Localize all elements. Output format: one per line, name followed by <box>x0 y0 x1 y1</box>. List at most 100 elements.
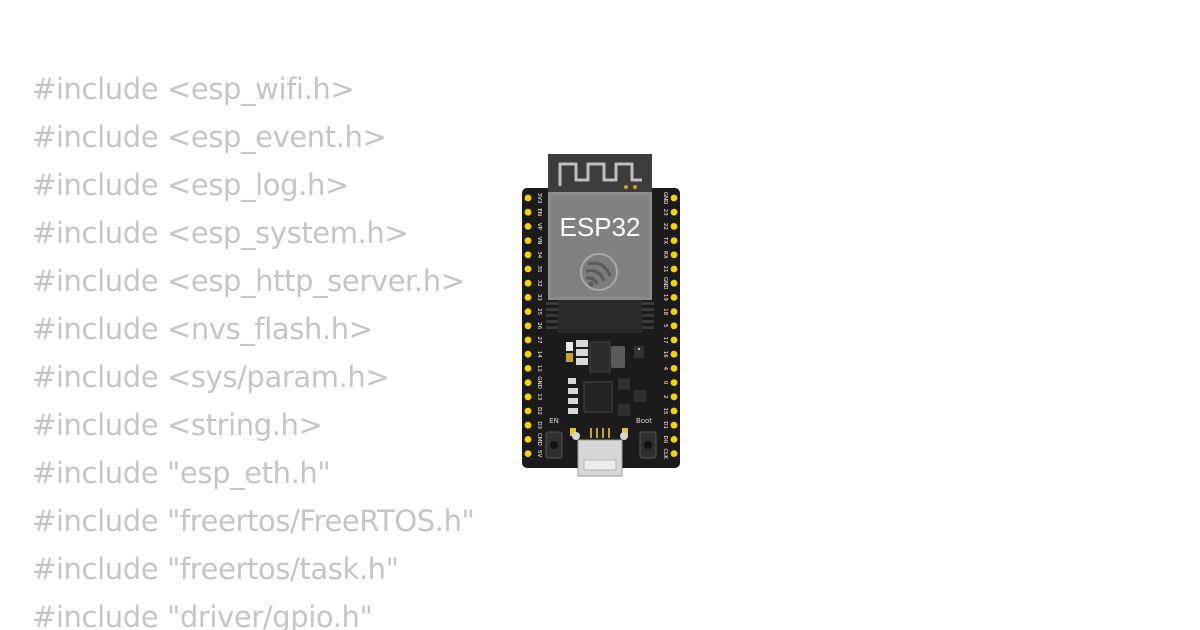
pin-label: 14 <box>536 351 542 358</box>
antenna-trace-icon <box>558 162 642 186</box>
header-pin[interactable] <box>670 379 678 386</box>
header-pin[interactable] <box>524 379 532 386</box>
pin-label: 33 <box>536 294 542 301</box>
header-pin[interactable] <box>524 421 532 429</box>
pin-label: 23 <box>662 209 668 216</box>
code-line: #include <esp_event.h> <box>32 120 387 154</box>
pin-label: 21 <box>662 266 668 273</box>
pin-label: 3V3 <box>536 193 542 204</box>
pin-label: 12 <box>536 365 542 372</box>
header-pin[interactable] <box>524 251 532 259</box>
code-line: #include <esp_wifi.h> <box>32 72 355 106</box>
header-pin[interactable] <box>670 223 678 230</box>
header-pin[interactable] <box>670 393 678 401</box>
boot-button-label: Boot <box>636 417 652 425</box>
pin-label: 17 <box>662 337 668 344</box>
code-line: #include <esp_system.h> <box>32 216 409 250</box>
chip-label: ESP32 <box>560 212 641 242</box>
smd-components <box>566 340 646 436</box>
code-listing: #include <esp_wifi.h> #include <esp_even… <box>32 65 475 630</box>
code-line: #include "driver/gpio.h" <box>32 600 373 630</box>
pin-label: CLK <box>662 448 668 459</box>
header-pin[interactable] <box>670 450 678 457</box>
code-line: #include "freertos/task.h" <box>32 552 399 586</box>
code-line: #include <esp_http_server.h> <box>32 264 465 298</box>
header-pin[interactable] <box>524 450 532 457</box>
pin-label: 22 <box>662 223 668 230</box>
pin-label: GND <box>662 277 668 290</box>
pin-label: 4 <box>662 367 668 371</box>
pin-label: 16 <box>662 351 668 358</box>
header-pin[interactable] <box>670 407 678 415</box>
header-pin[interactable] <box>670 336 678 344</box>
code-line: #include <sys/param.h> <box>32 360 390 394</box>
header-pin[interactable] <box>524 223 532 230</box>
header-pin[interactable] <box>524 365 532 372</box>
pin-label: EN <box>536 208 542 216</box>
header-pin[interactable] <box>524 237 532 244</box>
pin-label: 13 <box>536 393 542 400</box>
header-pin[interactable] <box>670 365 678 372</box>
header-pin[interactable] <box>670 308 678 315</box>
header-pin[interactable] <box>524 436 532 443</box>
pin-label: GND <box>536 376 542 389</box>
header-pin[interactable] <box>524 407 532 415</box>
header-pin[interactable] <box>524 294 532 301</box>
pin-label: D2 <box>536 407 542 415</box>
pin-label: RX <box>662 251 668 259</box>
header-pin[interactable] <box>524 208 532 216</box>
code-line: #include "freertos/FreeRTOS.h" <box>32 504 475 538</box>
pin-label: 5V <box>536 450 542 457</box>
header-pin[interactable] <box>670 421 678 429</box>
pin-label: VP <box>536 223 542 231</box>
pin-headers: 3V3ENVPVN343532332526271412GND13D2D3CMD5… <box>524 192 678 459</box>
header-pin[interactable] <box>670 279 678 287</box>
pin-label: 25 <box>536 308 542 315</box>
pin-label: 0 <box>662 381 668 385</box>
header-pin[interactable] <box>670 322 678 330</box>
pin-label: D3 <box>536 421 542 429</box>
code-line: #include <nvs_flash.h> <box>32 312 373 346</box>
header-pin[interactable] <box>524 336 532 344</box>
header-pin[interactable] <box>524 194 532 202</box>
antenna-pad <box>624 185 628 189</box>
header-pin[interactable] <box>524 350 532 358</box>
header-pin[interactable] <box>670 251 678 259</box>
code-line: #include <string.h> <box>32 408 323 442</box>
boot-button-cap <box>644 441 652 449</box>
antenna-pad <box>633 185 637 189</box>
pin-label: 18 <box>662 308 668 315</box>
pin-label: D1 <box>662 421 668 429</box>
micro-usb-port[interactable] <box>572 428 628 477</box>
pin-label: 26 <box>536 322 542 329</box>
header-pin[interactable] <box>524 393 532 401</box>
pin-label: VN <box>536 237 542 245</box>
header-pin[interactable] <box>670 194 678 202</box>
pin-label: 34 <box>536 251 542 258</box>
pin-label: TX <box>662 236 668 244</box>
header-pin[interactable] <box>524 308 532 315</box>
header-pin[interactable] <box>670 265 678 273</box>
pin-label: GND <box>662 192 668 205</box>
code-line: #include "esp_eth.h" <box>32 456 331 490</box>
header-pin[interactable] <box>670 436 678 443</box>
pin-label: D0 <box>662 436 668 444</box>
header-pin[interactable] <box>670 294 678 301</box>
module-pads <box>546 300 654 333</box>
header-pin[interactable] <box>524 279 532 287</box>
header-pin[interactable] <box>670 237 678 244</box>
pin-label: 15 <box>662 408 668 415</box>
pin-label: 27 <box>536 337 542 344</box>
esp32-devkit-board[interactable]: ESP32 <box>518 150 684 480</box>
header-pin[interactable] <box>670 350 678 358</box>
pin-label: CMD <box>536 433 542 446</box>
header-pin[interactable] <box>524 322 532 330</box>
header-pin[interactable] <box>524 265 532 273</box>
header-pin[interactable] <box>670 208 678 216</box>
code-line: #include <esp_log.h> <box>32 168 349 202</box>
pin-label: 32 <box>536 280 542 287</box>
espressif-logo-icon <box>580 253 618 291</box>
pin-label: 2 <box>662 395 668 399</box>
pin-label: 5 <box>662 324 668 328</box>
